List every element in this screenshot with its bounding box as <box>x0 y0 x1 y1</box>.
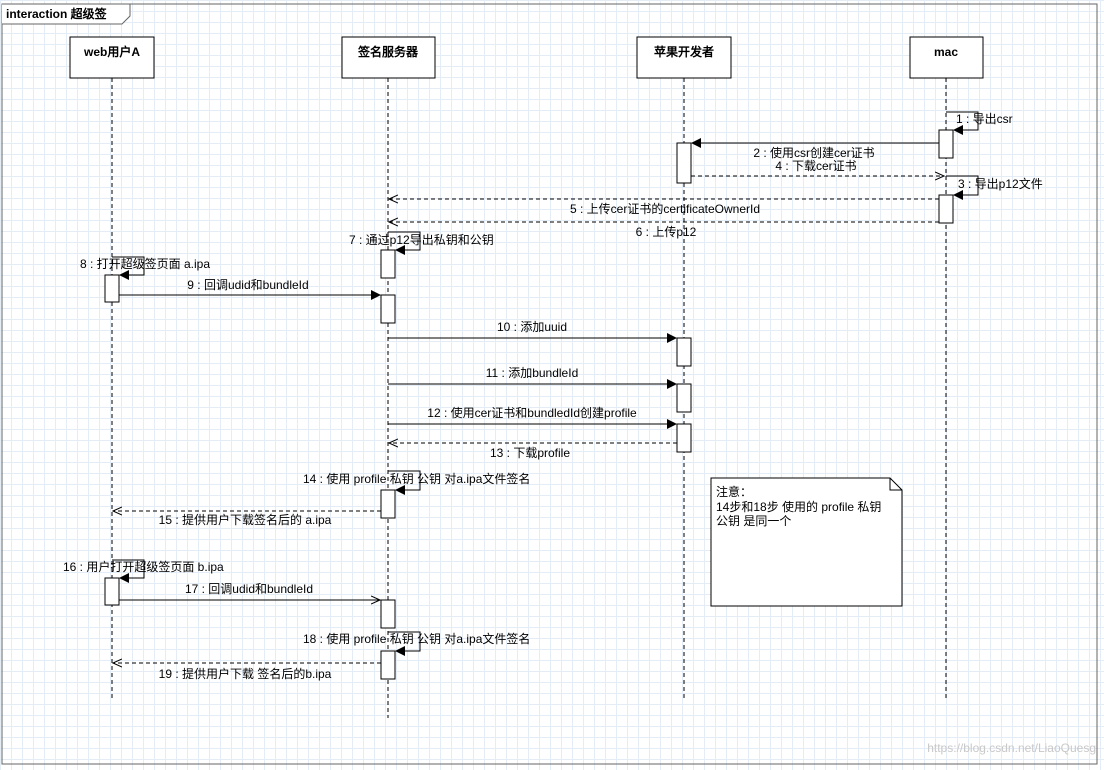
activation-bar <box>676 142 692 184</box>
watermark: https://blog.csdn.net/LiaoQuesg <box>927 741 1096 755</box>
activation-bar <box>938 194 954 224</box>
message-label: 11 : 添加bundleId <box>486 366 579 380</box>
message-label: 2 : 使用csr创建cer证书 <box>753 145 874 160</box>
note-corner-fold <box>889 478 902 491</box>
lifeline-head-mac[interactable] <box>909 36 984 79</box>
message-18[interactable]: 18 : 使用 profile 私钥 公钥 对a.ipa文件签名 <box>303 631 530 656</box>
lifeline-title-sign-server: 签名服务器 <box>357 44 419 59</box>
message-label: 1 : 导出csr <box>956 112 1013 126</box>
message-11[interactable]: 11 : 添加bundleId <box>388 366 677 389</box>
message-13[interactable]: 13 : 下载profile <box>389 443 677 460</box>
message-16[interactable]: 16 : 用户打开超级签页面 b.ipa <box>63 559 224 583</box>
message-2[interactable]: 2 : 使用csr创建cer证书 <box>691 138 939 160</box>
message-15[interactable]: 15 : 提供用户下载签名后的 a.ipa <box>113 511 381 527</box>
activation-bar <box>380 599 396 629</box>
message-arrow <box>388 631 421 656</box>
lifeline-mac[interactable]: mac <box>909 36 984 698</box>
message-17[interactable]: 17 : 回调udid和bundleId <box>119 582 380 600</box>
activation-bar <box>676 337 692 367</box>
lifeline-title-mac: mac <box>934 45 958 59</box>
activation-bar <box>380 294 396 324</box>
note-line-2: 公钥 是同一个 <box>716 514 791 528</box>
message-label: 3 : 导出p12文件 <box>958 176 1043 191</box>
message-label: 6 : 上传p12 <box>636 224 697 239</box>
message-label: 8 : 打开超级签页面 a.ipa <box>80 256 210 271</box>
note-line-1: 14步和18步 使用的 profile 私钥 <box>716 499 881 514</box>
message-3[interactable]: 3 : 导出p12文件 <box>946 175 1043 200</box>
message-label: 15 : 提供用户下载签名后的 a.ipa <box>159 512 332 527</box>
message-7[interactable]: 7 : 通过p12导出私钥和公钥 <box>349 231 494 255</box>
message-4[interactable]: 4 : 下载cer证书 <box>691 159 944 176</box>
lifeline-head-apple-developer[interactable] <box>636 36 732 79</box>
message-label: 17 : 回调udid和bundleId <box>185 582 313 596</box>
activation-bar <box>938 129 954 159</box>
activation-bar <box>104 577 120 606</box>
note-outline <box>710 477 903 607</box>
lifeline-web-user-a[interactable]: web用户A <box>69 36 155 698</box>
message-10[interactable]: 10 : 添加uuid <box>388 320 677 343</box>
message-arrow <box>112 256 145 280</box>
message-label: 5 : 上传cer证书的certificateOwnerId <box>570 201 760 216</box>
lifeline-title-web-user-a: web用户A <box>83 44 140 59</box>
activation-bar <box>380 489 396 519</box>
message-label: 14 : 使用 profile 私钥 公钥 对a.ipa文件签名 <box>303 471 530 486</box>
frame-title: interaction 超级签 <box>6 6 108 21</box>
interaction-frame <box>1 3 1098 765</box>
message-6[interactable]: 6 : 上传p12 <box>389 222 939 239</box>
message-label: 18 : 使用 profile 私钥 公钥 对a.ipa文件签名 <box>303 631 530 646</box>
message-19[interactable]: 19 : 提供用户下载 签名后的b.ipa <box>113 663 381 681</box>
message-9[interactable]: 9 : 回调udid和bundleId <box>119 278 381 300</box>
lifeline-head-sign-server[interactable] <box>341 36 436 79</box>
note-title: 注意： <box>716 484 752 499</box>
lifeline-sign-server[interactable]: 签名服务器 <box>341 36 436 718</box>
message-5[interactable]: 5 : 上传cer证书的certificateOwnerId <box>389 199 939 216</box>
lifeline-title-apple-developer: 苹果开发者 <box>654 44 714 59</box>
message-label: 7 : 通过p12导出私钥和公钥 <box>349 233 494 247</box>
message-arrow <box>946 111 979 135</box>
message-14[interactable]: 14 : 使用 profile 私钥 公钥 对a.ipa文件签名 <box>303 470 530 495</box>
activation-bar <box>676 423 692 453</box>
note-box[interactable]: 注意： 14步和18步 使用的 profile 私钥 公钥 是同一个 <box>710 477 903 607</box>
activation-bar <box>104 274 120 303</box>
message-label: 9 : 回调udid和bundleId <box>187 278 308 292</box>
message-label: 4 : 下载cer证书 <box>775 159 856 173</box>
message-arrow <box>388 470 421 495</box>
message-label: 13 : 下载profile <box>490 446 570 460</box>
message-label: 10 : 添加uuid <box>497 320 567 334</box>
activation-bar <box>380 249 396 279</box>
message-label: 16 : 用户打开超级签页面 b.ipa <box>63 559 224 574</box>
message-arrow <box>388 231 421 255</box>
activation-bar <box>676 383 692 413</box>
message-arrow <box>112 559 145 583</box>
message-label: 12 : 使用cer证书和bundledId创建profile <box>427 405 637 420</box>
message-8[interactable]: 8 : 打开超级签页面 a.ipa <box>80 256 210 280</box>
lifeline-head-web-user-a[interactable] <box>69 36 155 79</box>
message-label: 19 : 提供用户下载 签名后的b.ipa <box>159 666 332 681</box>
frame-title-tab <box>2 3 131 25</box>
message-1[interactable]: 1 : 导出csr <box>946 111 1013 135</box>
message-arrow <box>946 175 979 200</box>
activation-bar <box>380 650 396 680</box>
message-12[interactable]: 12 : 使用cer证书和bundledId创建profile <box>388 405 677 429</box>
